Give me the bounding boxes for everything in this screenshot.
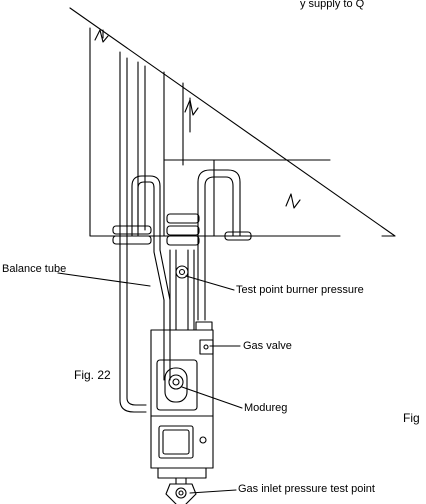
label-modureg: Modureg [244, 402, 288, 414]
left-loop-tube [119, 51, 147, 413]
nuts [112, 213, 252, 246]
right-pipe [197, 159, 241, 321]
label-balance-tube: Balance tube [2, 263, 67, 275]
balance-tube [131, 175, 171, 381]
label-gas-inlet: Gas inlet pressure test point [238, 483, 375, 495]
label-gas-valve: Gas valve [243, 340, 292, 352]
figure-label: Fig. 22 [74, 368, 111, 382]
leader-lines [57, 272, 243, 494]
header-text: y supply to Q [300, 0, 365, 10]
gas-inlet-fitting [165, 477, 197, 504]
burner-test-point [169, 249, 195, 331]
figure-label-cutoff: Fig [403, 411, 420, 425]
casing-outline [69, 7, 396, 237]
label-test-point-burner: Test point burner pressure [236, 284, 364, 296]
gas-valve-body [150, 321, 214, 479]
